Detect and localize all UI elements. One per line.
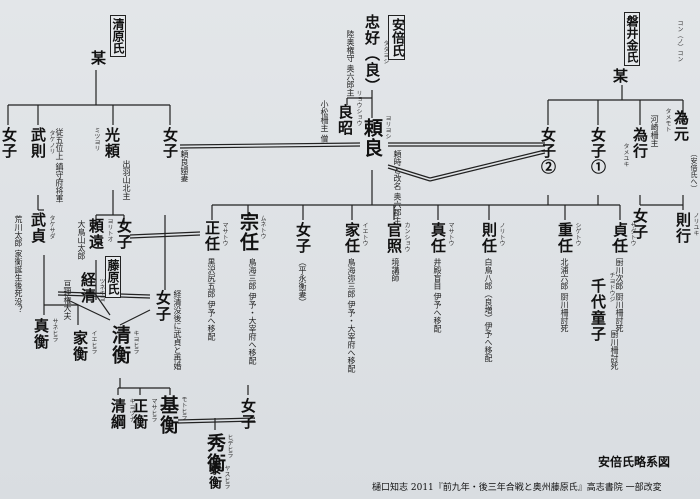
person-t-daughter: 女子 — [631, 208, 649, 240]
note-kanshou: 境講師 — [391, 258, 400, 282]
person-k-daughter2: 女子 — [161, 127, 179, 159]
person-noritou2: 則行 — [674, 212, 692, 244]
person-tsunekiyo: 経清 — [79, 272, 97, 304]
person-yasuhira: 泰衡 — [206, 462, 221, 490]
person-b-daughter: 女子 — [239, 398, 257, 430]
clan-label-abe: 安倍氏 — [388, 15, 405, 60]
person-sanehira: 真衡 — [32, 318, 50, 350]
note-tadayoshi: 陸奥権守 奥六郎主 — [346, 30, 355, 97]
note-masatou: 黒沢尻五郎 伊予へ移配 — [207, 258, 216, 341]
ruby-yasuhira: ヤスヒラ — [223, 465, 230, 489]
person-motohira: 基衡 — [157, 395, 179, 435]
person-yoritoki: 頼良 — [361, 118, 383, 158]
ruby-tametomo: タメモト — [664, 108, 671, 132]
person-daughter-2: 女子② — [539, 127, 557, 175]
note-yoritoki: 頼時と改名 奥六郡主 — [393, 150, 402, 225]
ruby-tsunekiyo: ツネキヨ — [98, 278, 105, 302]
ruby-kiyotsuna: キヨツナ — [128, 398, 135, 422]
note-y-daughter: （平永衡妻） — [298, 258, 307, 306]
person-takesada: 武貞 — [29, 212, 47, 244]
ruby-ietou: イエトウ — [361, 222, 368, 246]
person-kanshou: 官照 — [385, 222, 403, 254]
clan-label-fujiwara: 藤原氏 — [105, 256, 121, 298]
person-masahira: 正衡 — [131, 398, 149, 430]
note-noritou: 白鳥八郎（良増）伊予へ移配 — [484, 258, 493, 362]
clan-label-kiyohara: 清原氏 — [110, 15, 126, 57]
person-kiyohara-bou: 某 — [89, 50, 107, 66]
person-tameyuki: 為行 — [631, 127, 649, 159]
ruby-sadatou2: サダトウ — [629, 222, 636, 246]
note-chiyo: 厨川柵討死 — [610, 330, 619, 370]
ruby-motohira: モトヒラ — [180, 396, 187, 420]
person-sadatou2: 貞任 — [611, 222, 629, 254]
note-yoshiaki: 小松柵主 僧 — [320, 100, 329, 143]
note-ietou: 鳥海弥三郎 伊予・大宰府へ移配 — [347, 258, 356, 373]
person-tametomo: 為元 — [672, 110, 690, 142]
person-mu-daughter: 女子 — [154, 290, 172, 322]
note-munetou: 鳥海三郎 伊予・大宰府へ移配 — [248, 258, 257, 365]
ruby-noritou2: ノリユキ — [692, 212, 699, 236]
note-tametomo: （安倍氏へ） — [690, 150, 698, 192]
person-yoritou: 頼遠 — [87, 218, 105, 250]
ruby-iwaikane-bou: コン（ノ）コン — [676, 20, 683, 62]
note-tameyuki: 河崎柵主 — [650, 115, 659, 147]
person-iwaikane-bou: 某 — [611, 68, 629, 84]
note-mu-daughter: 経清没後に武貞と再婚 — [173, 290, 182, 370]
ruby-kanshou: カンショウ — [403, 222, 410, 252]
person-takenori: 武則 — [29, 127, 47, 159]
ruby-takesada: タケサダ — [48, 215, 55, 239]
person-kiyotsuna: 清綱 — [109, 398, 127, 430]
ruby-yoshiaki: リョウショウ — [355, 90, 362, 126]
ruby-mitsuyori: ミツヨリ — [93, 127, 100, 151]
clan-label-iwaikane: 磐井金氏 — [624, 12, 640, 66]
person-k-daughter1: 女子 — [0, 127, 18, 159]
person-ietou: 家任 — [343, 222, 361, 254]
ruby-iehira: イエヒラ — [90, 330, 97, 354]
note-shigetou: 北浦六郎 厨川柵討死 — [560, 258, 569, 333]
note-k-daughter2: 頼良婦妻 — [180, 150, 189, 182]
ruby-tameyuki: タメユキ — [622, 143, 629, 167]
note-takesada: 荒川太郎 家衡誕生後死没？ — [14, 215, 23, 314]
ruby-kiyohira: キヨヒラ — [132, 330, 139, 354]
ruby-masahira: マサヒラ — [150, 398, 157, 422]
ruby-sadatou: マサトウ — [447, 222, 454, 246]
person-munetou: 宗任 — [237, 212, 259, 252]
ruby-hidehira: ヒデヒラ — [226, 434, 233, 458]
ruby-munetou: ムネトウ — [259, 215, 266, 239]
person-sadatou: 真任 — [429, 222, 447, 254]
person-y-daughter: 女子 — [294, 222, 312, 254]
note-sadatou2: 厨川次郎 厨川柵討死 — [615, 258, 624, 333]
ruby-noritou: ノリトウ — [498, 222, 505, 246]
person-kiyohira: 清衡 — [109, 325, 131, 365]
person-masatou: 正任 — [203, 220, 221, 252]
note-tsunekiyo: 亘理権大夫 — [63, 280, 72, 320]
note-takenori: 従五位上 鎮守府将軍 — [55, 128, 64, 203]
person-chiyo: 千代童子 — [589, 278, 607, 342]
person-shigetou: 重任 — [556, 222, 574, 254]
person-hidehira: 秀衡 — [204, 433, 226, 473]
source-citation: 樋口知志 2011『前九年・後三年合戦と奥州藤原氏』高志書院 一部改変 — [372, 483, 662, 493]
person-iehira: 家衡 — [71, 330, 89, 362]
ruby-yoritoki: ヨリヨシ — [384, 115, 391, 139]
person-daughter-1: 女子① — [589, 127, 607, 175]
person-m-daughter: 女子 — [115, 218, 133, 250]
note-sadatou: 井殿盲目 伊予へ移配 — [433, 258, 442, 333]
note-yoritou: 大鳥山太郎 — [77, 220, 86, 260]
chart-title: 安倍氏略系図 — [598, 455, 671, 469]
ruby-takenori: タケノリ — [48, 130, 55, 154]
ruby-tadayoshi: タダヨシ — [382, 40, 389, 64]
ruby-shigetou: シゲトウ — [574, 222, 581, 246]
note-mitsuyori: 出羽山北主 — [122, 160, 131, 200]
ruby-chiyo: チヨドウジ — [608, 272, 615, 302]
person-tadayoshi: 忠好（良） — [363, 14, 381, 94]
person-yoshiaki: 良昭 — [336, 104, 354, 136]
ruby-masatou: マサトウ — [221, 222, 228, 246]
ruby-sanehira: サネヒラ — [51, 318, 58, 342]
person-mitsuyori: 光頼 — [103, 127, 121, 159]
person-noritou: 則任 — [480, 222, 498, 254]
ruby-yoritou: ヨリトオ — [106, 218, 113, 242]
